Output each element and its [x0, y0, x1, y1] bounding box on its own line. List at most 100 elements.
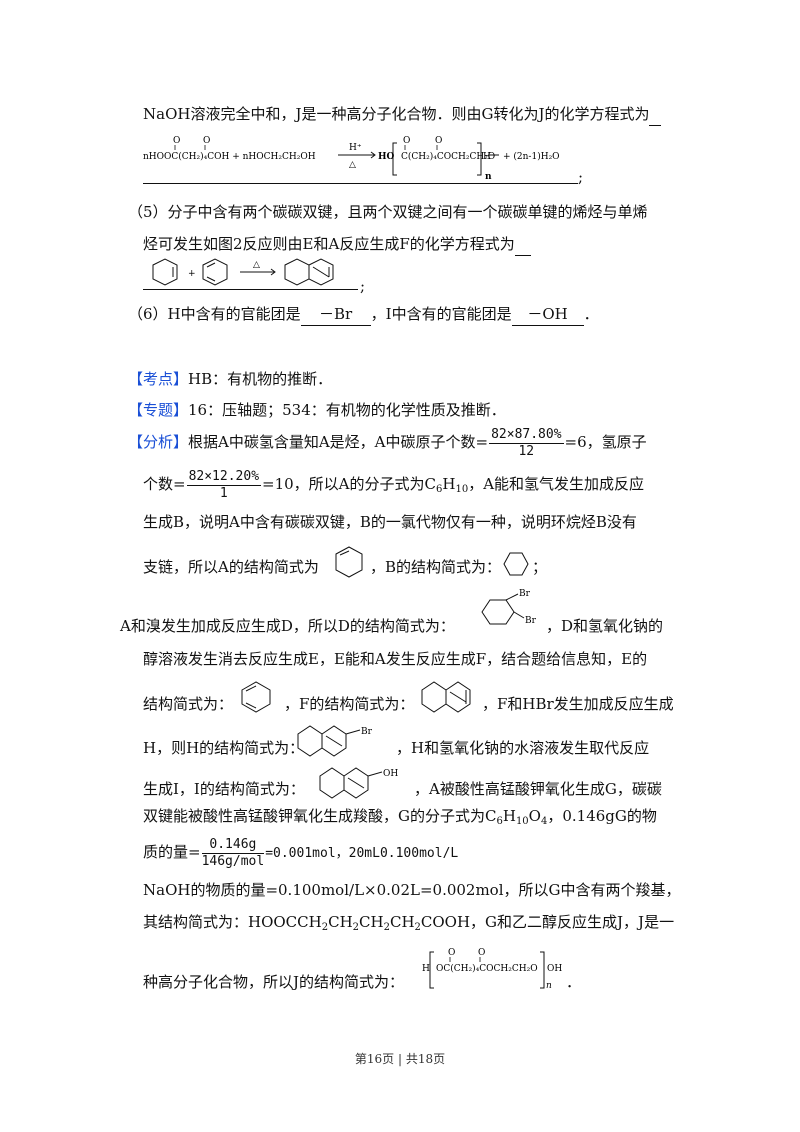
analysis-line: NaOH的物质的量=0.100mol/L×0.02L=0.002mol，所以G中…: [143, 879, 681, 901]
svg-text:O: O: [203, 136, 210, 146]
paragraph-text: （5）分子中含有两个碳碳双键，且两个双键之间有一个碳碳单键的烯烃与单烯: [128, 203, 648, 221]
analysis-text: 醇溶液发生消去反应生成E，E能和A发生反应生成F，结合题给信息知，E的: [143, 650, 648, 668]
analysis-text: NaOH的物质的量=0.100mol/L×0.02L=0.002mol，所以G中…: [143, 881, 681, 899]
analysis-text: =0.001mol，20mL0.100mol/L: [265, 846, 459, 861]
hydroxy-bicyclic-i-structure: OH: [319, 767, 398, 799]
analysis-line: 生成B，说明A中含有碳碳双键，B的一氯代物仅有一种，说明环烷烃B没有: [143, 511, 637, 533]
text-line: （6）H中含有的官能团是－Br，I中含有的官能团是－OH．: [128, 303, 599, 326]
fenxi-tag: 【分析】: [128, 433, 189, 451]
svg-text:△: △: [349, 160, 356, 170]
analysis-text: CH: [328, 913, 353, 931]
analysis-line: ，F的结构简式为：: [284, 693, 414, 715]
analysis-line: 【分析】根据A中碳氢含量知A是烃，A中碳原子个数=82×87.80%12=6，氢…: [128, 426, 647, 460]
analysis-text: 生成I，I的结构简式为：: [143, 780, 305, 798]
zhuanti-line: 【专题】16：压轴题；534：有机物的化学性质及推断．: [128, 399, 506, 421]
answer-line: [143, 273, 358, 290]
analysis-text: 双键能被酸性高锰酸钾氧化生成羧酸，G的分子式为C: [143, 807, 497, 825]
paragraph-text: （6）H中含有的官能团是: [128, 305, 301, 323]
analysis-text: ，F和HBr发生加成反应生成: [482, 695, 674, 713]
analysis-text: 支链，所以A的结构简式为: [143, 558, 319, 576]
analysis-text: A和溴发生加成反应生成D，所以D的结构简式为：: [120, 617, 455, 635]
subscript: 6: [496, 816, 503, 827]
analysis-text: 其结构简式为：HOOCCH: [143, 913, 322, 931]
svg-text:HO: HO: [378, 152, 395, 162]
svg-text:O: O: [478, 948, 485, 958]
analysis-text: ，A被酸性高锰酸钾氧化生成G，碳碳: [414, 780, 662, 798]
answer-br: －Br: [300, 303, 371, 326]
analysis-text: ．: [566, 973, 582, 991]
oh-label: OH: [383, 769, 398, 779]
analysis-text: =6，氢原子: [564, 433, 647, 451]
cyclohexane-structure: [503, 552, 529, 576]
fraction-carbon: 82×87.80%12: [489, 426, 564, 460]
analysis-text: H: [442, 475, 456, 493]
zhuanti-text: 16：压轴题；534：有机物的化学性质及推断．: [188, 401, 506, 419]
semicolon: ;: [578, 168, 584, 186]
subscript: 4: [540, 816, 548, 827]
fraction-denominator: 12: [518, 443, 535, 459]
analysis-line: 支链，所以A的结构简式为: [143, 556, 319, 578]
svg-text:nHOOC(CH₂)₄COH + nHOCH₂CH₂OH: nHOOC(CH₂)₄COH + nHOCH₂CH₂OH: [143, 151, 316, 162]
answer-line: [143, 165, 578, 184]
svg-text:O: O: [435, 136, 442, 146]
fraction-numerator: 82×12.20%: [186, 468, 262, 486]
analysis-text: 根据A中碳氢含量知A是烃，A中碳原子个数=: [188, 433, 489, 451]
cyclohexadiene-structure: [241, 681, 271, 713]
n-label: n: [546, 981, 552, 991]
fraction-hydrogen: 82×12.20%1: [186, 468, 262, 502]
svg-text:H: H: [422, 964, 430, 974]
analysis-text: 生成B，说明A中含有碳碳双键，B的一氯代物仅有一种，说明环烷烃B没有: [143, 513, 637, 531]
page-footer: 第16页 | 共18页: [354, 1052, 446, 1066]
analysis-text: ，A能和氢气发生加成反应: [468, 475, 645, 493]
svg-text:n: n: [485, 172, 492, 182]
analysis-line: 生成I，I的结构简式为：: [143, 778, 305, 800]
svg-text:O: O: [403, 136, 410, 146]
br-label: Br: [519, 589, 531, 599]
kaodian-line: 【考点】HB：有机物的推断．: [128, 368, 332, 390]
bromo-bicyclic-h-structure: Br: [297, 725, 373, 757]
analysis-text: H，则H的结构简式为：: [143, 739, 305, 757]
text-line: （5）分子中含有两个碳碳双键，且两个双键之间有一个碳碳单键的烯烃与单烯: [128, 201, 648, 223]
fraction-denominator: 146g/mol: [201, 853, 265, 869]
analysis-line: A和溴发生加成反应生成D，所以D的结构简式为：: [120, 615, 455, 637]
paragraph-text: ．: [583, 305, 599, 323]
fraction-denominator: 1: [219, 485, 228, 501]
analysis-text: 种高分子化合物，所以J的结构简式为：: [143, 973, 405, 991]
analysis-text: CH: [359, 913, 384, 931]
diels-alder-scheme: + △: [152, 258, 334, 286]
analysis-line: 种高分子化合物，所以J的结构简式为：: [143, 971, 404, 993]
br-label: Br: [361, 727, 373, 737]
analysis-line: 其结构简式为：HOOCCH2CH2CH2CH2COOH，G和乙二醇反应生成J，J…: [143, 911, 674, 939]
answer-oh: －OH: [511, 303, 584, 326]
svg-text:C(CH₂)₄COCH₂CH₂O: C(CH₂)₄COCH₂CH₂O: [401, 151, 495, 162]
analysis-line: 醇溶液发生消去反应生成E，E能和A发生反应生成F，结合题给信息知，E的: [143, 648, 647, 670]
kaodian-text: HB：有机物的推断．: [188, 370, 333, 388]
analysis-text: O: [528, 807, 541, 825]
analysis-line: ，H和氢氧化钠的水溶液发生取代反应: [396, 737, 649, 759]
analysis-line: ，B的结构简式为：: [370, 556, 501, 578]
analysis-line: 结构简式为：: [143, 693, 233, 715]
analysis-text: COOH，G和乙二醇反应生成J，J是一: [420, 913, 675, 931]
subscript: 10: [455, 484, 469, 495]
analysis-line: ，F和HBr发生加成反应生成: [482, 693, 674, 715]
analysis-line: 双键能被酸性高锰酸钾氧化生成羧酸，G的分子式为C6H10O4，0.146gG的物: [143, 805, 657, 833]
cyclohexene-structure: [335, 546, 363, 578]
dibromocyclohexane-structure: Br Br: [481, 589, 537, 626]
svg-text:+ (2n-1)H₂O: + (2n-1)H₂O: [503, 151, 560, 162]
subscript: 2: [414, 922, 421, 933]
analysis-text: 结构简式为：: [143, 695, 234, 713]
svg-text:H⁺: H⁺: [349, 143, 362, 153]
analysis-text: ，H和氢氧化钠的水溶液发生取代反应: [396, 739, 650, 757]
subscript: 2: [383, 922, 390, 933]
fraction-numerator: 82×87.80%: [489, 426, 564, 444]
analysis-text: CH: [389, 913, 415, 931]
subscript: 2: [352, 922, 360, 933]
fraction-numerator: 0.146g: [201, 837, 265, 854]
text-line: 烃可发生如图2反应则由E和A反应生成F的化学方程式为: [143, 233, 531, 256]
svg-text:H: H: [483, 152, 491, 162]
analysis-text: ，D和氢氧化钠的: [546, 617, 664, 635]
analysis-line: ；: [532, 556, 547, 578]
analysis-line: ．: [566, 971, 581, 993]
paragraph-text: NaOH溶液完全中和，J是一种高分子化合物．则由G转化为J的化学方程式为: [143, 105, 650, 123]
